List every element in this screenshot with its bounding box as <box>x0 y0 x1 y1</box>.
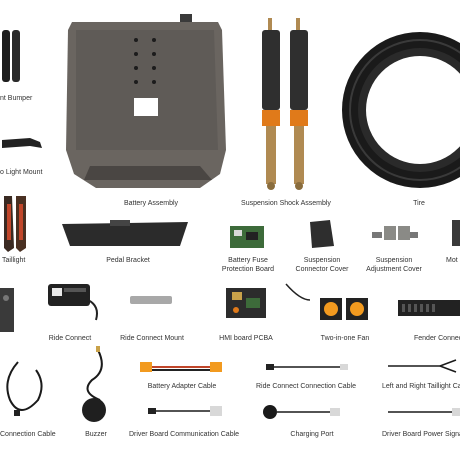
driver-board-power-cable-image <box>388 408 460 416</box>
label-fender-connector: Fender Connec <box>414 335 460 342</box>
fender-connector-image <box>398 300 460 316</box>
label-motor: Mot <box>446 257 458 264</box>
label-ride-connect: Ride Connect <box>48 335 92 342</box>
label-buzzer: Buzzer <box>85 431 107 438</box>
suspension-adjustment-cover-image <box>372 226 418 240</box>
suspension-shock-image <box>262 18 308 190</box>
label-battery-assembly: Battery Assembly <box>123 200 179 207</box>
ride-connect-image <box>48 284 98 321</box>
connection-cable-image <box>6 361 43 416</box>
suspension-connector-cover-image <box>310 220 334 248</box>
label-connection-cable: Connection Cable <box>0 431 56 438</box>
label-ride-connect-mount: Ride Connect Mount <box>120 335 184 342</box>
label-charging-port: Charging Port <box>290 431 334 438</box>
taillight-cable-image <box>388 359 457 373</box>
driver-board-comm-cable-image <box>148 406 222 416</box>
label-pedal-bracket: Pedal Bracket <box>106 257 150 264</box>
left-partial-part-image <box>0 288 14 332</box>
label-driver-board-comm-cable: Driver Board Communication Cable <box>128 431 240 438</box>
motor-image <box>452 220 460 246</box>
battery-fuse-board-image <box>230 226 264 248</box>
label-taillight-cable: Left and Right Taillight Ca <box>382 383 460 390</box>
two-in-one-fan-image <box>285 283 368 320</box>
label-suspension-shock: Suspension Shock Assembly <box>241 200 331 207</box>
label-tire: Tire <box>413 200 425 207</box>
label-susp-adjust-line1: Suspension <box>375 257 413 264</box>
label-headlight-mount: o Light Mount <box>0 169 43 176</box>
hmi-board-image <box>226 288 266 318</box>
label-susp-connector-line2: Connector Cover <box>295 266 349 273</box>
label-ride-connect-cable: Ride Connect Connection Cable <box>255 383 357 390</box>
charging-port-image <box>263 405 340 419</box>
battery-adapter-cable-image <box>140 362 222 372</box>
label-battery-adapter-cable: Battery Adapter Cable <box>147 383 217 390</box>
tire-image <box>342 32 460 188</box>
ride-connect-mount-image <box>130 296 172 304</box>
headlight-mount-image <box>2 138 42 148</box>
label-driver-board-power-signal: Driver Board Power Signa <box>382 431 460 438</box>
taillight-image <box>4 196 26 252</box>
label-susp-connector-line1: Suspension <box>303 257 341 264</box>
pedal-bracket-image <box>62 220 188 246</box>
label-battery-fuse-line2: Protection Board <box>221 266 275 273</box>
buzzer-image <box>82 346 106 422</box>
battery-assembly-image <box>66 14 226 188</box>
ride-connect-cable-image <box>266 364 348 370</box>
label-taillight: Taillight <box>2 257 26 264</box>
label-two-in-one-fan: Two-in-one Fan <box>320 335 370 342</box>
front-bumper-image <box>2 30 20 82</box>
label-battery-fuse-line1: Battery Fuse <box>228 257 268 264</box>
label-front-bumper: nt Bumper <box>0 95 33 102</box>
label-susp-adjust-line2: Adjustment Cover <box>366 266 422 273</box>
label-hmi-board: HMI board PCBA <box>219 335 273 342</box>
